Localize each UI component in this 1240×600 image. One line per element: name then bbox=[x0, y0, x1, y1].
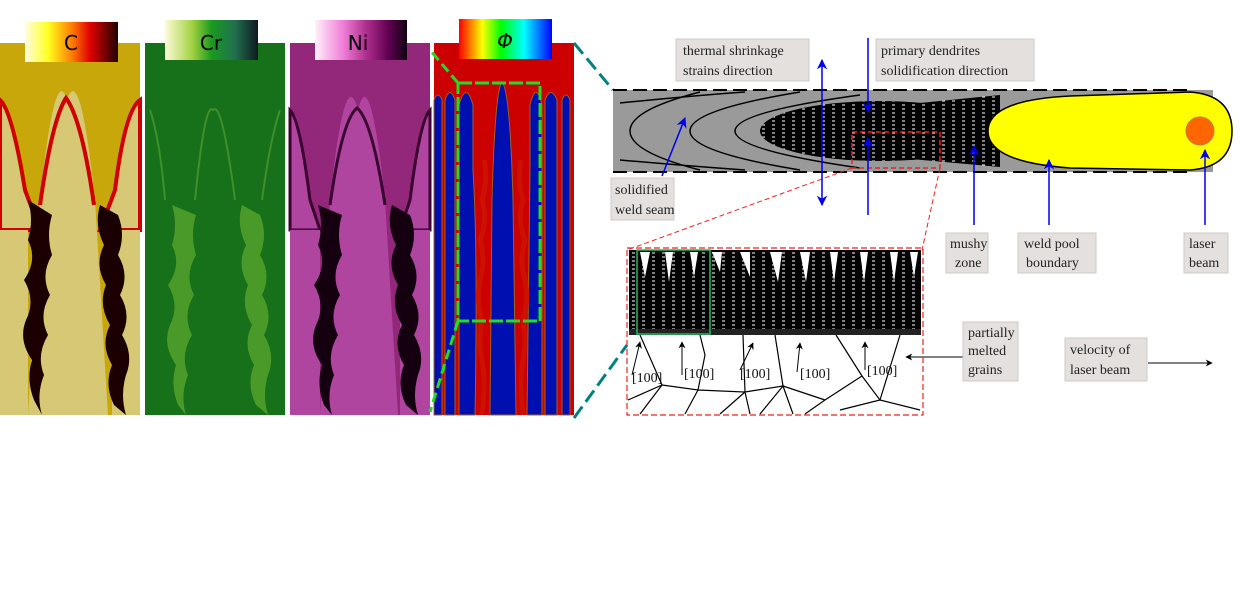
svg-text:primary dendrites: primary dendrites bbox=[881, 44, 980, 59]
channel-left bbox=[23, 200, 52, 415]
direction-label: [100] bbox=[800, 367, 830, 382]
svg-text:laser beam: laser beam bbox=[1070, 363, 1130, 378]
zoom-region-box bbox=[851, 131, 941, 169]
colorbar-label: C bbox=[64, 31, 78, 55]
dendrite-inset: [100] [100] [100] [100] [100] bbox=[626, 247, 1213, 416]
label-weld-pool-boundary: weld pool boundary bbox=[1017, 232, 1097, 274]
panel-nickel: Ni bbox=[288, 20, 432, 415]
label-thermal-shrinkage: thermal shrinkage strains direction bbox=[675, 38, 810, 82]
weld-schematic bbox=[613, 89, 1233, 251]
label-velocity-of-laser-beam: velocity of laser beam bbox=[1064, 337, 1148, 382]
svg-text:velocity of: velocity of bbox=[1070, 343, 1131, 358]
label-mushy-zone: mushy zone bbox=[945, 232, 989, 274]
svg-text:zone: zone bbox=[955, 256, 981, 271]
colorbar-label: Φ bbox=[497, 29, 513, 53]
svg-text:melted: melted bbox=[968, 344, 1006, 359]
svg-text:boundary: boundary bbox=[1026, 256, 1079, 271]
channel-right bbox=[97, 205, 130, 415]
panel-carbon: C bbox=[0, 22, 142, 415]
svg-text:strains direction: strains direction bbox=[683, 64, 773, 79]
grain-boundaries bbox=[627, 334, 921, 415]
colorbar-c bbox=[25, 22, 118, 62]
svg-text:laser: laser bbox=[1189, 237, 1216, 252]
svg-text:solidified: solidified bbox=[615, 183, 668, 198]
orientation-arrows bbox=[631, 341, 1213, 376]
label-solidified-weld-seam: solidified weld seam bbox=[610, 177, 675, 221]
weld-pool bbox=[987, 91, 1233, 171]
svg-text:weld pool: weld pool bbox=[1024, 237, 1080, 252]
svg-text:mushy: mushy bbox=[950, 237, 987, 252]
direction-label: [100] bbox=[740, 367, 770, 382]
colorbar-label: Cr bbox=[200, 31, 223, 55]
annotation-arrows bbox=[661, 38, 1211, 225]
label-primary-dendrites: primary dendrites solidification directi… bbox=[875, 38, 1035, 82]
colorbar-label: Ni bbox=[348, 31, 369, 55]
inset-frame bbox=[626, 247, 924, 416]
svg-text:solidification direction: solidification direction bbox=[881, 64, 1008, 79]
label-partially-melted-grains: partially melted grains bbox=[962, 321, 1019, 382]
svg-text:weld seam: weld seam bbox=[615, 203, 675, 218]
direction-label: [100] bbox=[867, 364, 897, 379]
direction-label: [100] bbox=[632, 371, 662, 386]
zoom-region-box bbox=[456, 81, 542, 323]
laser-spot bbox=[1185, 116, 1215, 146]
connector-lines bbox=[572, 42, 629, 419]
panel-chromium: Cr bbox=[145, 20, 285, 415]
label-laser-beam: laser beam bbox=[1183, 232, 1229, 274]
svg-text:beam: beam bbox=[1189, 256, 1219, 271]
svg-text:thermal shrinkage: thermal shrinkage bbox=[683, 44, 784, 59]
direction-label: [100] bbox=[684, 367, 714, 382]
svg-text:grains: grains bbox=[968, 363, 1002, 378]
colorbar-cr bbox=[165, 20, 258, 60]
colorbar-ni bbox=[315, 20, 407, 60]
colorbar-phi bbox=[459, 19, 552, 59]
svg-text:partially: partially bbox=[968, 326, 1015, 341]
panel-phase-field: Φ bbox=[428, 19, 574, 416]
